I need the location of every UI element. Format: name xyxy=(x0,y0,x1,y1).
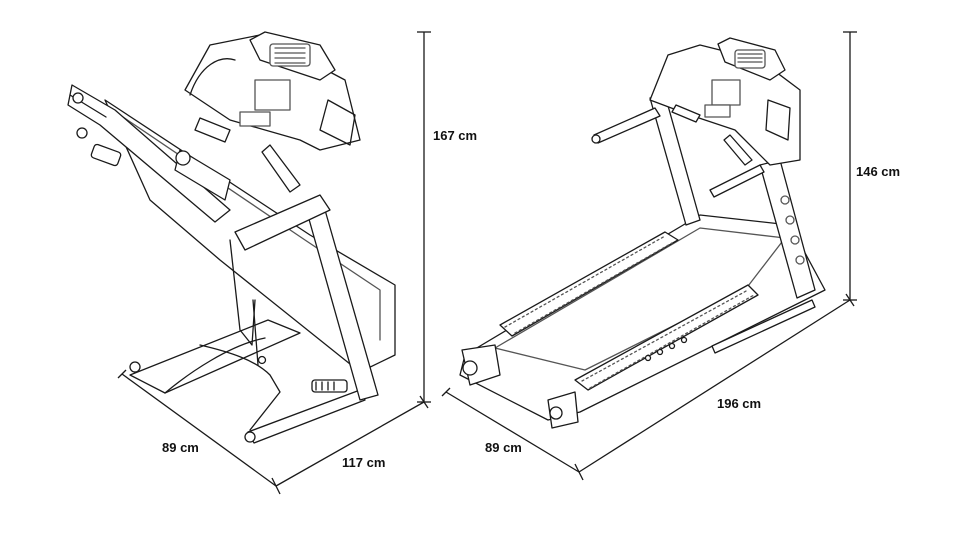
folded-height-label: 167 cm xyxy=(433,128,478,143)
folded-treadmill-drawing xyxy=(67,31,396,444)
unfolded-height-label: 146 cm xyxy=(856,164,901,179)
unfolded-length-label: 196 cm xyxy=(717,396,762,411)
unfolded-treadmill-drawing xyxy=(459,37,826,429)
folded-width-label: 89 cm xyxy=(162,440,199,455)
folded-depth-label: 117 cm xyxy=(342,455,386,470)
unfolded-dimension-lines xyxy=(441,31,857,481)
unfolded-width-label: 89 cm xyxy=(485,440,522,455)
folded-dimension-lines xyxy=(117,31,431,495)
